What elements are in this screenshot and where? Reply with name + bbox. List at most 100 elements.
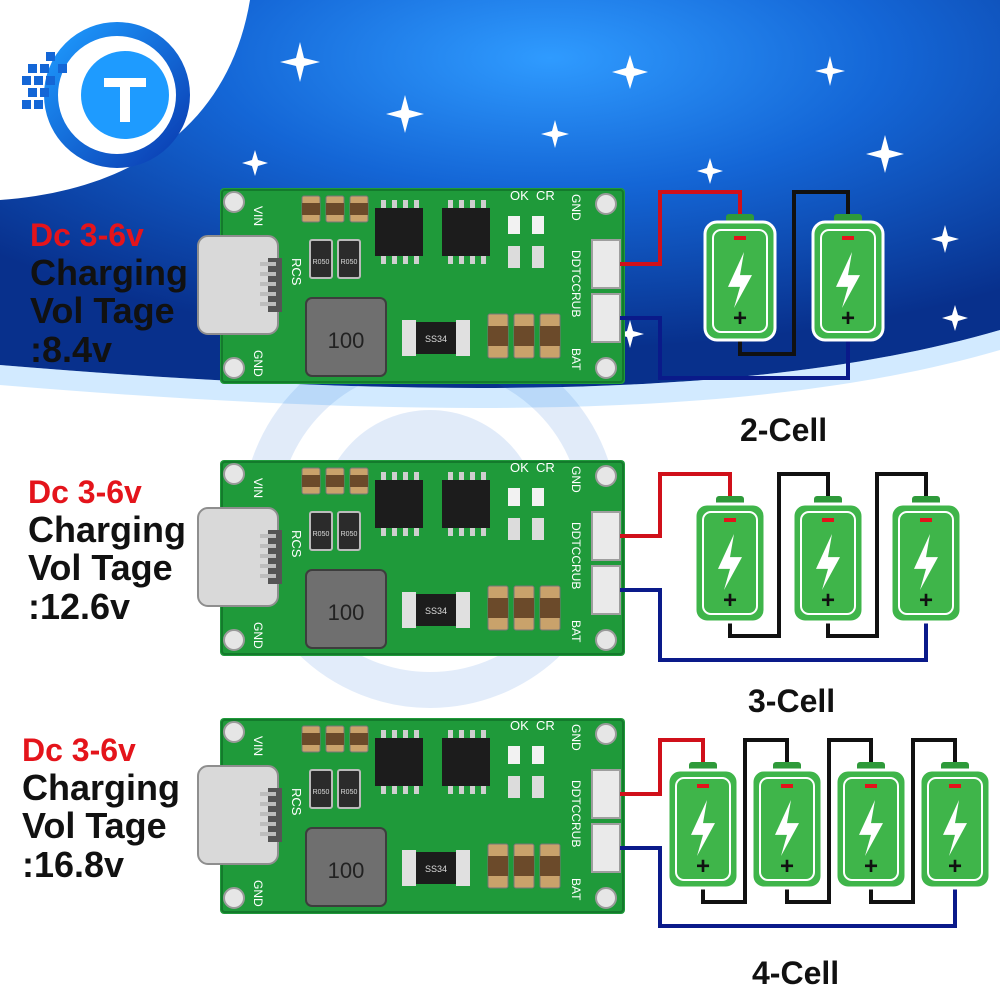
- svg-text:R050: R050: [341, 531, 358, 538]
- led-ok: [508, 216, 520, 234]
- silk-ddtccrub: DDTCCRUB: [569, 250, 583, 317]
- sparkle-stars: [242, 42, 968, 348]
- panel1-output-voltage: :8.4v: [30, 329, 113, 370]
- mounting-hole: [223, 463, 245, 485]
- sense-resistor: [337, 511, 361, 551]
- svg-text:R050: R050: [313, 789, 330, 796]
- series-link-wire: [701, 738, 789, 904]
- svg-text:100: 100: [328, 600, 365, 625]
- ic-chip: [375, 200, 423, 264]
- usb-c-connector: [197, 507, 282, 607]
- panel3-line1: Charging: [22, 767, 180, 808]
- silk-gnd: GND: [251, 622, 265, 649]
- battery-cell: +: [834, 762, 908, 890]
- led-cr: [532, 746, 544, 764]
- silk-rcs: RCS: [289, 258, 304, 286]
- panel1-input-label: Dc 3-6v: [30, 217, 144, 253]
- panel2-cell-label: 3-Cell: [748, 683, 836, 719]
- silk-gnd: GND: [251, 880, 265, 907]
- svg-text:+: +: [841, 305, 855, 332]
- panel1-cell-label: 2-Cell: [740, 412, 828, 448]
- power-inductor: 100: [305, 569, 387, 649]
- mounting-hole: [223, 191, 245, 213]
- negative-wire: [620, 316, 850, 380]
- ic-chip: [442, 730, 490, 794]
- mounting-hole: [223, 721, 245, 743]
- svg-text:SS34: SS34: [425, 334, 447, 344]
- battery-cell: +: [750, 762, 824, 890]
- battery-cell: +: [918, 762, 992, 890]
- svg-text:+: +: [733, 305, 747, 332]
- silk-cr: CR: [536, 188, 555, 203]
- battery-wiring: +++++++++: [620, 190, 992, 928]
- silk-vin: VIN: [251, 736, 265, 756]
- mounting-hole: [595, 723, 617, 745]
- svg-text:R050: R050: [313, 531, 330, 538]
- svg-text:+: +: [821, 587, 835, 614]
- mounting-hole: [223, 629, 245, 651]
- svg-text:R050: R050: [341, 259, 358, 266]
- panel2-line1: Charging: [28, 509, 186, 550]
- mounting-hole: [223, 887, 245, 909]
- svg-text:+: +: [919, 587, 933, 614]
- led-cr: [532, 488, 544, 506]
- led-cr: [532, 216, 544, 234]
- panel3-cell-label: 4-Cell: [752, 955, 840, 991]
- silk-gnd: GND: [251, 350, 265, 377]
- pad-positive: [591, 239, 621, 289]
- led-ok: [508, 746, 520, 764]
- silk-ddtccrub: DDTCCRUB: [569, 522, 583, 589]
- silk-vin: VIN: [251, 478, 265, 498]
- sense-resistor: [309, 239, 333, 279]
- mounting-hole: [595, 887, 617, 909]
- pad-negative: [591, 823, 621, 873]
- silk-cr: CR: [536, 460, 555, 475]
- positive-wire: [620, 738, 705, 796]
- silk-ok: OK: [510, 718, 529, 733]
- pad-positive: [591, 769, 621, 819]
- positive-wire: [620, 190, 742, 266]
- panel3-line2: Vol Tage: [22, 805, 167, 846]
- svg-text:+: +: [723, 587, 737, 614]
- silk-ddtccrub: DDTCCRUB: [569, 780, 583, 847]
- panel3-input-label: Dc 3-6v: [22, 732, 136, 768]
- series-link-wire: [869, 738, 957, 904]
- battery-cell: +: [791, 496, 865, 624]
- schottky-diode: SS34: [402, 592, 470, 628]
- battery-cell: +: [889, 496, 963, 624]
- sense-resistor: [309, 769, 333, 809]
- battery-cell: +: [666, 762, 740, 890]
- pad-negative: [591, 565, 621, 615]
- schottky-diode: SS34: [402, 850, 470, 886]
- svg-text:100: 100: [328, 858, 365, 883]
- battery-cell: +: [703, 214, 777, 342]
- ic-chip: [375, 472, 423, 536]
- series-link-wire: [728, 472, 830, 638]
- mounting-hole: [595, 357, 617, 379]
- svg-text:+: +: [696, 853, 710, 880]
- positive-wire: [620, 472, 732, 538]
- sense-resistor: [337, 769, 361, 809]
- led-ok: [508, 488, 520, 506]
- silk-gnd-out: GND: [569, 466, 583, 493]
- svg-text:R050: R050: [341, 789, 358, 796]
- silk-bat: BAT: [569, 878, 583, 901]
- battery-cell: +: [693, 496, 767, 624]
- panel2-output-voltage: :12.6v: [28, 586, 131, 627]
- panel2-line2: Vol Tage: [28, 547, 173, 588]
- panel1-line1: Charging: [30, 252, 188, 293]
- sense-resistor: [309, 511, 333, 551]
- usb-c-connector: [197, 765, 282, 865]
- power-inductor: 100: [305, 297, 387, 377]
- ic-chip: [442, 472, 490, 536]
- mounting-hole: [223, 357, 245, 379]
- silk-bat: BAT: [569, 620, 583, 643]
- svg-text:SS34: SS34: [425, 864, 447, 874]
- power-inductor: 100: [305, 827, 387, 907]
- svg-text:100: 100: [328, 328, 365, 353]
